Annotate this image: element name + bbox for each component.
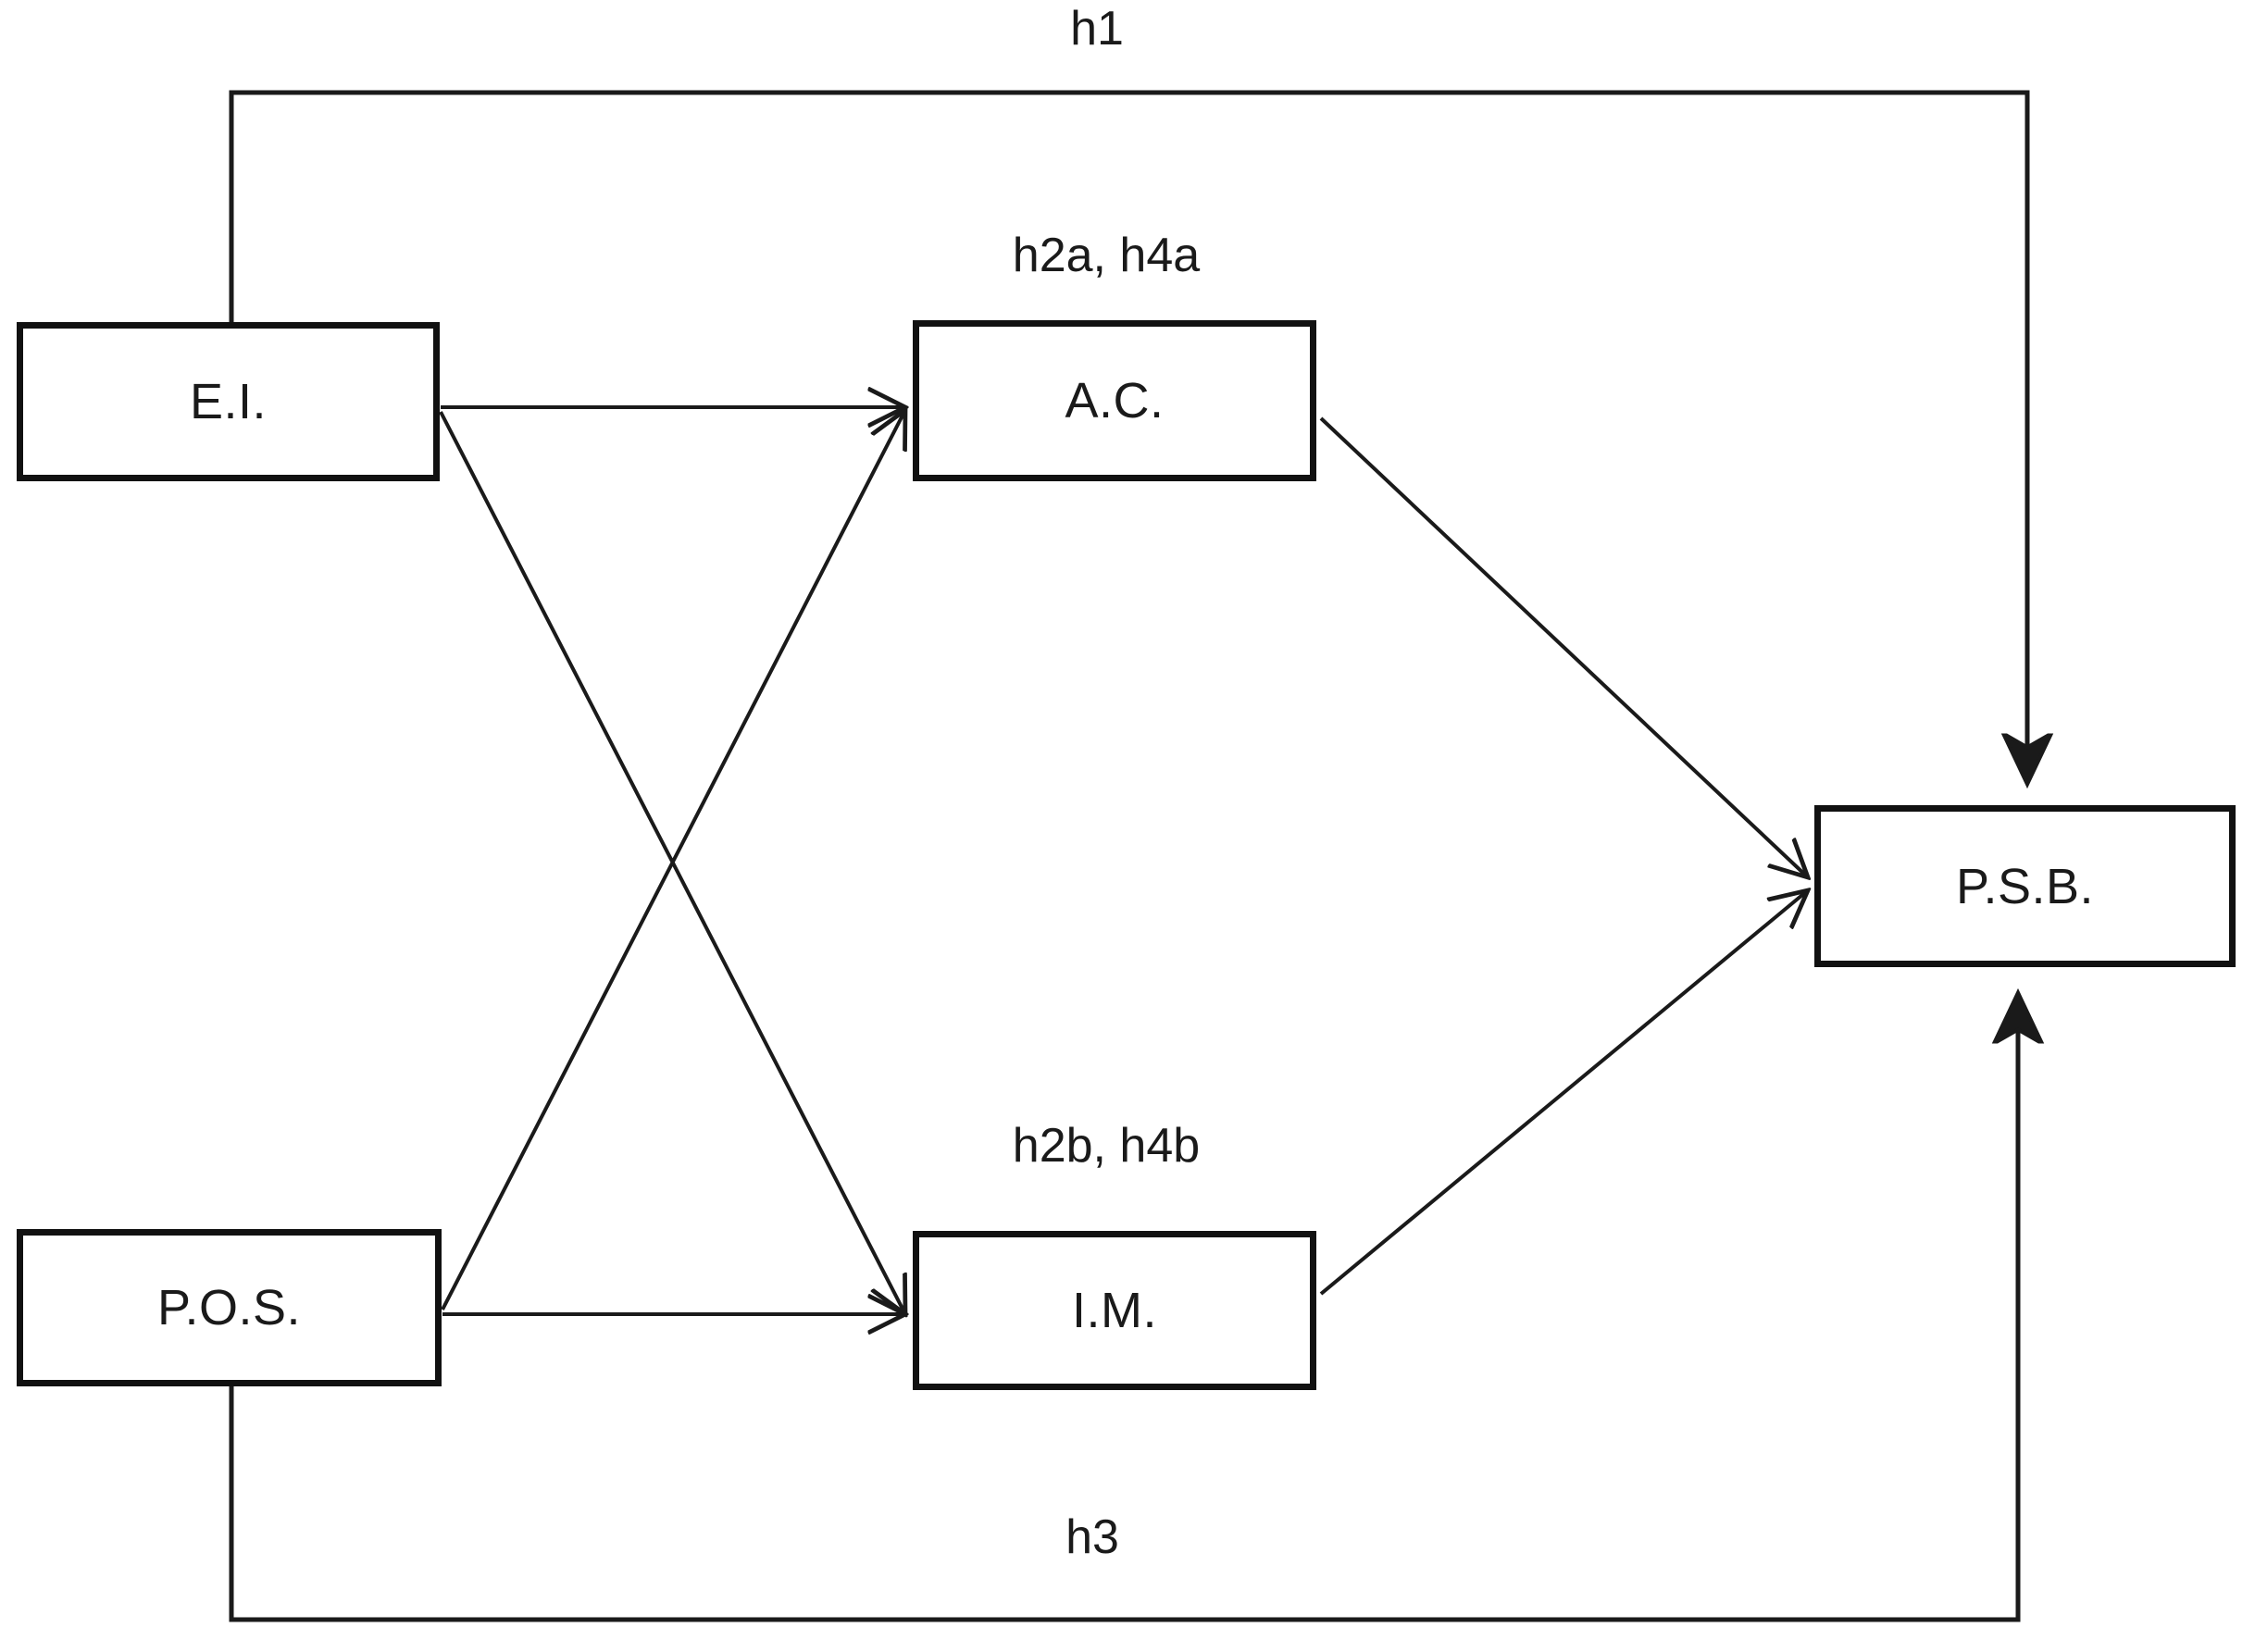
node-ei[interactable]: E.I.: [17, 322, 440, 481]
edge-pos-to-psb-h3: [229, 995, 2018, 1622]
edge-ei-to-psb-h1: [229, 90, 2027, 782]
node-pos-label: P.O.S.: [156, 1280, 302, 1335]
node-im-label: I.M.: [1072, 1283, 1157, 1338]
node-psb-label: P.S.B.: [1955, 858, 2095, 914]
path-label-h1: h1: [1070, 2, 1124, 56]
edge-pos-to-ac: [441, 410, 905, 1310]
node-psb[interactable]: P.S.B.: [1814, 805, 2236, 967]
path-label-h2b: h2b, h4b: [1012, 1119, 1201, 1173]
path-label-h2a: h2a, h4a: [1012, 229, 1201, 282]
node-ac-label: A.C.: [1065, 373, 1165, 429]
edge-im-to-psb: [1319, 890, 1808, 1296]
edge-ac-to-psb: [1319, 416, 1808, 877]
node-pos[interactable]: P.O.S.: [17, 1229, 442, 1386]
node-ac[interactable]: A.C.: [913, 320, 1316, 481]
path-label-h3: h3: [1065, 1510, 1119, 1564]
node-im[interactable]: I.M.: [913, 1231, 1316, 1390]
node-ei-label: E.I.: [189, 374, 268, 429]
